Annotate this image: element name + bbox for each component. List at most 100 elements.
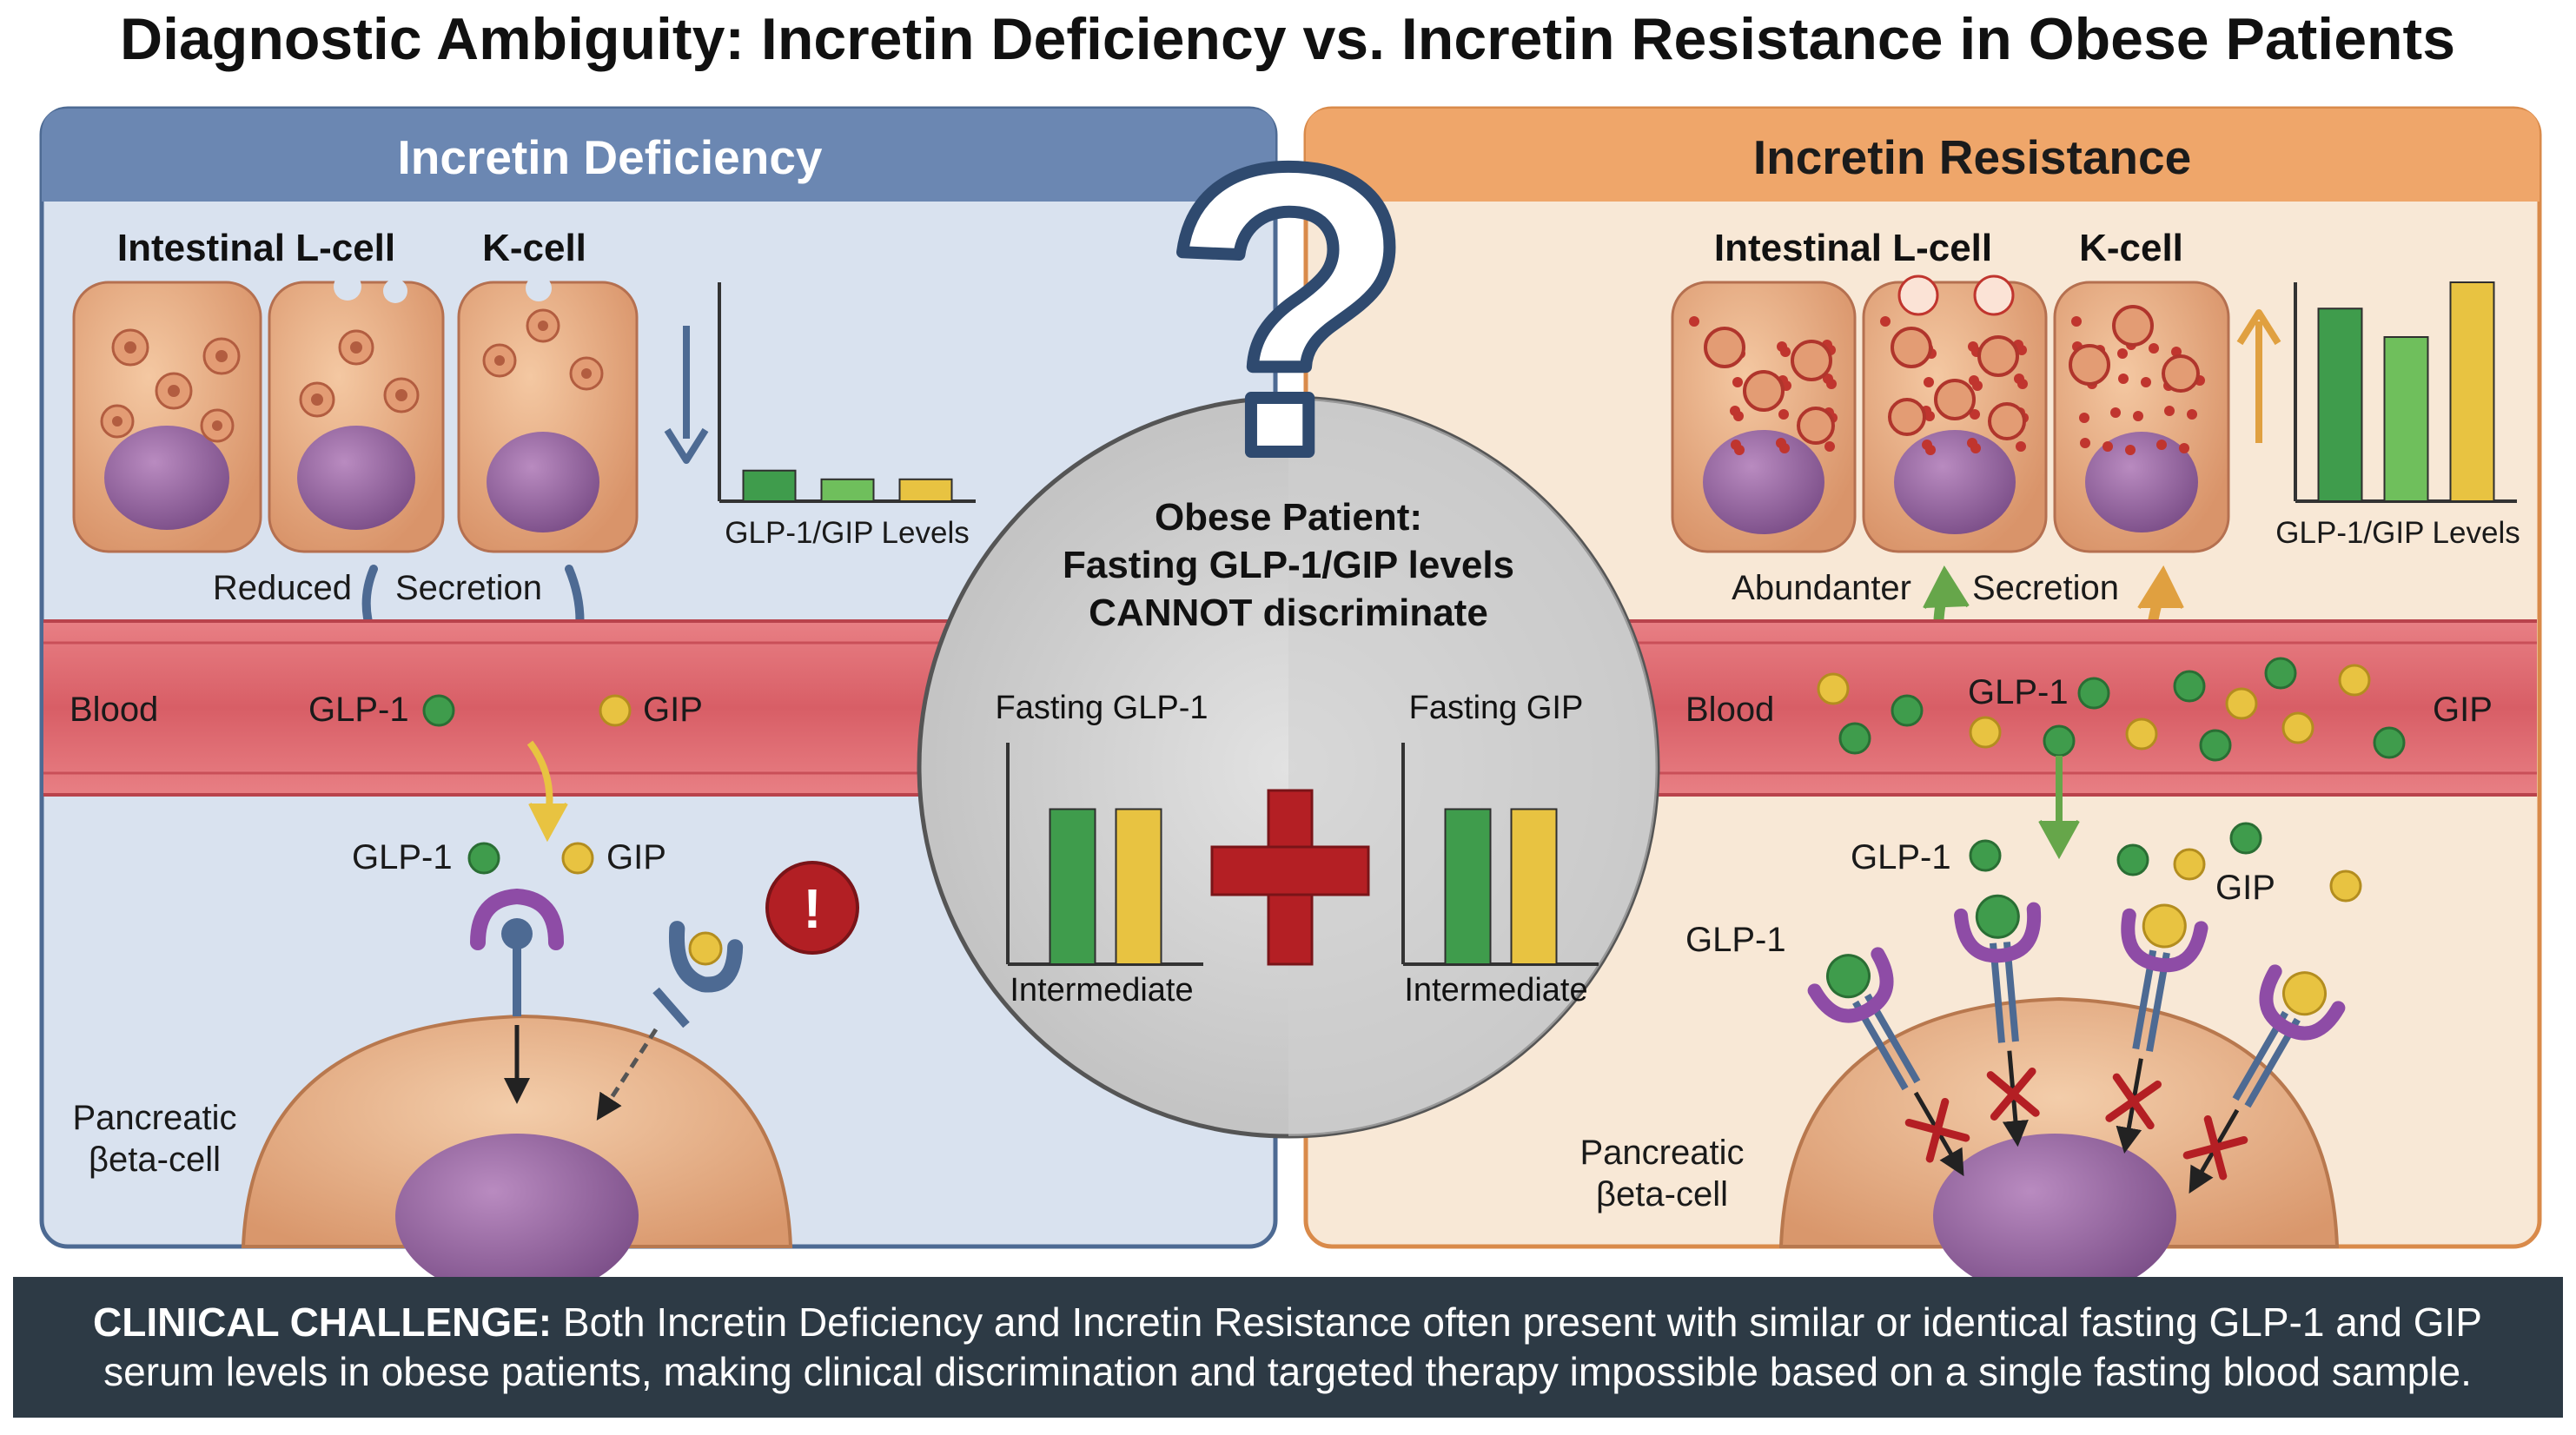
granule bbox=[1924, 377, 1934, 387]
blood-vessel-left bbox=[43, 619, 982, 797]
chart-bar bbox=[2449, 281, 2495, 502]
granule bbox=[2016, 441, 2026, 452]
resistant-receptor bbox=[1807, 947, 1970, 1177]
granule bbox=[1968, 341, 1978, 352]
glp1-molecule bbox=[1838, 722, 1871, 755]
gip-molecule bbox=[2142, 903, 2187, 949]
receptor-glp1-label-right-b: GLP-1 bbox=[1685, 921, 1786, 959]
granule bbox=[2080, 438, 2090, 448]
blood-vessel-right bbox=[1599, 619, 2537, 797]
deficiency-header-bar bbox=[42, 109, 1275, 202]
granule bbox=[2117, 348, 2128, 359]
gip-molecule bbox=[2173, 848, 2206, 881]
trend-up-arrow bbox=[2236, 309, 2281, 443]
granule bbox=[1922, 440, 1932, 450]
fasting-gip-chart bbox=[1401, 743, 1599, 966]
footer-lead: CLINICAL CHALLENGE: bbox=[93, 1299, 552, 1345]
molecules-bound bbox=[1969, 822, 2362, 903]
center-comparison: ? Obese Patient: Fasting GLP-1/GIP level… bbox=[917, 76, 1660, 1139]
abundanter-label: Abundanter bbox=[1732, 569, 1911, 607]
molecules-abundant bbox=[1817, 657, 2406, 762]
fasting-glp1-caption: Intermediate bbox=[1010, 972, 1193, 1008]
gip-molecule bbox=[2281, 711, 2314, 744]
granule bbox=[1967, 438, 1977, 448]
red-cross-icon bbox=[1210, 789, 1370, 966]
glp1-molecule bbox=[2199, 729, 2232, 762]
glp1-molecule bbox=[2173, 670, 2206, 703]
resistance-intestinal-cells bbox=[1671, 274, 2230, 553]
deficiency-intestinal-cells bbox=[72, 273, 639, 553]
glp1-receptor-left bbox=[470, 888, 564, 1104]
center-line-2: Fasting GLP-1/GIP levels bbox=[1063, 544, 1514, 586]
glp1-molecule bbox=[2264, 657, 2297, 690]
deficiency-levels-chart bbox=[718, 282, 976, 503]
secretion-label-left: Secretion bbox=[395, 569, 542, 607]
granule bbox=[1970, 409, 1980, 420]
center-line-3: CANNOT discriminate bbox=[1089, 592, 1488, 634]
fasting-glp1-chart bbox=[1006, 743, 1203, 966]
gip-molecule bbox=[2329, 870, 2362, 903]
receptor-gip-label-right: GIP bbox=[2215, 869, 2275, 907]
gip-receptor-left bbox=[596, 921, 744, 1121]
resistance-k-cell-label: K-cell bbox=[2079, 227, 2183, 269]
svg-text:!: ! bbox=[803, 877, 821, 940]
granule bbox=[1732, 377, 1743, 387]
granule bbox=[2103, 441, 2113, 452]
chart-bar bbox=[1444, 808, 1492, 965]
granule bbox=[1823, 374, 1833, 384]
chart-bar bbox=[898, 478, 953, 502]
granule bbox=[2141, 377, 2151, 387]
gip-molecule bbox=[1969, 716, 2002, 749]
granule bbox=[2071, 316, 2082, 327]
granule bbox=[1731, 440, 1741, 450]
resistant-receptor bbox=[1954, 894, 2042, 1147]
footer-line-2: serum levels in obese patients, making c… bbox=[103, 1349, 2472, 1394]
question-mark-icon: ? bbox=[1157, 76, 1419, 545]
granule bbox=[1778, 409, 1789, 420]
blood-gip-label-left: GIP bbox=[643, 691, 703, 729]
trend-down-arrow bbox=[664, 326, 709, 464]
gip-molecule bbox=[599, 694, 632, 727]
gip-molecule bbox=[2282, 971, 2327, 1016]
beta-cell-label-left-1: Pancreatic bbox=[73, 1099, 237, 1137]
footer: CLINICAL CHALLENGE: Both Incretin Defici… bbox=[13, 1277, 2563, 1418]
footer-text-1: Both Incretin Deficiency and Incretin Re… bbox=[552, 1299, 2482, 1345]
deficiency-k-cell-label: K-cell bbox=[482, 227, 586, 269]
beta-cell-label-left-2: βeta-cell bbox=[89, 1141, 221, 1179]
granule bbox=[2118, 374, 2129, 384]
gip-molecule bbox=[2225, 687, 2258, 720]
center-line-1: Obese Patient: bbox=[1155, 496, 1422, 539]
chart-bar bbox=[820, 478, 875, 502]
secretion-label-right: Secretion bbox=[1972, 569, 2119, 607]
glp1-molecule bbox=[1826, 954, 1871, 999]
granule bbox=[1730, 406, 1740, 416]
fasting-gip-title: Fasting GIP bbox=[1409, 690, 1584, 726]
glp1-molecule bbox=[1891, 694, 1924, 727]
resistance-header-bar bbox=[1306, 109, 2540, 202]
glp1-molecule bbox=[467, 842, 500, 875]
deficiency-header: Incretin Deficiency bbox=[397, 130, 822, 184]
glp1-molecule bbox=[2373, 726, 2406, 759]
resistant-receptor bbox=[2182, 964, 2346, 1194]
fasting-glp1-title: Fasting GLP-1 bbox=[996, 690, 1209, 726]
receptor-gip-label-left: GIP bbox=[606, 838, 666, 876]
gip-molecule bbox=[2338, 664, 2371, 697]
blood-glp1-label-left: GLP-1 bbox=[308, 691, 409, 729]
granule bbox=[2133, 411, 2143, 421]
block-x-icon bbox=[2105, 1073, 2162, 1130]
granule bbox=[2014, 374, 2024, 384]
block-x-icon bbox=[1986, 1067, 2040, 1121]
gip-molecule bbox=[2125, 718, 2158, 751]
granule bbox=[2149, 343, 2159, 354]
granule bbox=[2179, 443, 2189, 453]
blood-label-left: Blood bbox=[70, 691, 158, 729]
glp1-molecule bbox=[1969, 839, 2002, 872]
chart-bar bbox=[1115, 808, 1162, 965]
chart-bar bbox=[1510, 808, 1558, 965]
granule bbox=[2156, 440, 2167, 450]
chart-bar bbox=[2383, 336, 2429, 502]
receptor-glp1-label-left: GLP-1 bbox=[352, 838, 453, 876]
resistant-receptors bbox=[1807, 894, 2346, 1194]
granule bbox=[1776, 438, 1786, 448]
receptor-glp1-label-right-a: GLP-1 bbox=[1851, 838, 1951, 876]
